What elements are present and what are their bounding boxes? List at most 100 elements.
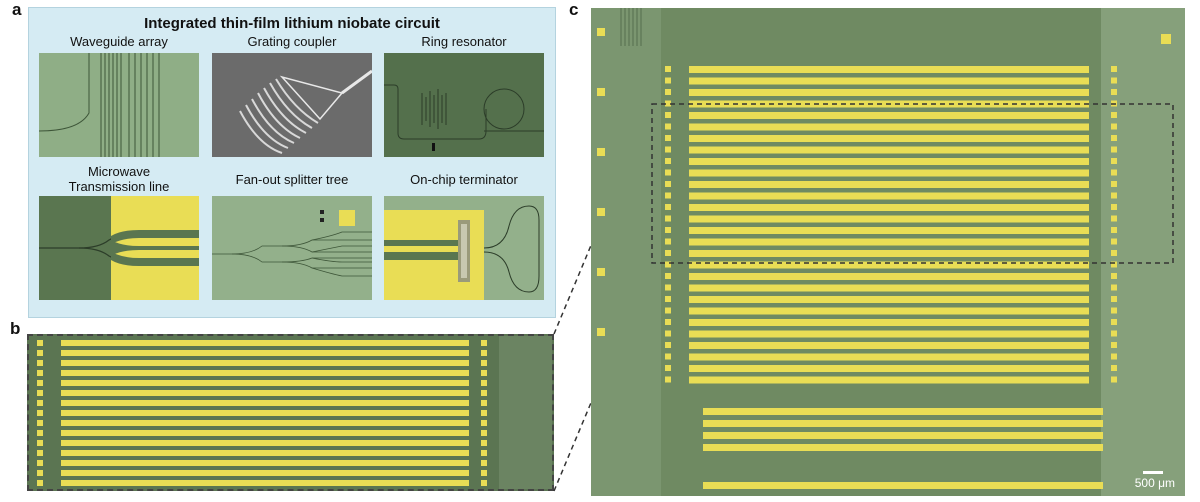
panel-c-chip-overview: 500 μm — [591, 8, 1185, 496]
electrode-strip — [61, 380, 469, 386]
bond-pad — [1111, 342, 1117, 348]
bond-pad — [665, 261, 671, 268]
bond-pad — [665, 66, 671, 72]
electrode-strip — [689, 342, 1089, 349]
bond-pad — [665, 89, 671, 95]
bond-pad — [481, 390, 487, 396]
electrode-strip — [689, 77, 1089, 85]
thumb-microwave-transmission-line — [39, 196, 199, 300]
bond-pad — [481, 360, 487, 366]
electrode-strip — [61, 390, 469, 396]
bond-pad — [1111, 123, 1117, 130]
bond-pad — [665, 353, 671, 360]
electrode-strip — [689, 158, 1089, 165]
bond-pad — [481, 450, 487, 456]
scale-bar — [1143, 471, 1163, 474]
bond-pad — [665, 146, 671, 153]
electrode-strip — [689, 192, 1089, 200]
bond-pad — [597, 268, 605, 276]
bond-pad — [37, 380, 43, 386]
thumb-label-ring-resonator: Ring resonator — [421, 34, 507, 49]
bond-pad — [1111, 169, 1117, 176]
thumb-label-grating-coupler: Grating coupler — [247, 34, 337, 49]
electrode-strip — [703, 444, 1103, 451]
bond-pad — [481, 380, 487, 386]
electrode-strip — [703, 482, 1103, 489]
bond-pad — [665, 158, 671, 164]
thumb-label-microwave-line: Microwave Transmission line — [68, 164, 170, 194]
panel-a-title: Integrated thin-film lithium niobate cir… — [144, 15, 440, 32]
electrode-strip — [689, 204, 1089, 211]
bond-pad — [37, 450, 43, 456]
electrode-strip — [703, 420, 1103, 427]
electrode-strip — [689, 273, 1089, 280]
electrode-strip — [61, 410, 469, 416]
bond-pad — [481, 350, 487, 356]
electrode-strip — [61, 400, 469, 406]
panel-label-b: b — [10, 319, 21, 338]
electrode-strip — [689, 296, 1089, 303]
bond-pad — [37, 480, 43, 486]
bond-pad — [665, 273, 671, 279]
bond-pad — [665, 250, 671, 256]
bond-pad — [1111, 227, 1117, 233]
bond-pad — [1111, 215, 1117, 222]
bond-pad — [1111, 77, 1117, 84]
electrode-strip — [61, 340, 469, 346]
electrode-strip — [689, 261, 1089, 269]
bond-pad — [665, 307, 671, 314]
bond-pad — [597, 328, 605, 336]
electrode-strip — [61, 420, 469, 426]
bond-pad — [481, 480, 487, 486]
bond-pad — [597, 148, 605, 156]
electrode-strip — [61, 350, 469, 356]
bond-pad — [1111, 296, 1117, 302]
bond-pad — [1111, 158, 1117, 164]
bond-pad — [37, 470, 43, 476]
bond-pad — [665, 100, 671, 107]
thumb-waveguide-array — [39, 53, 199, 157]
bond-pad — [1111, 330, 1117, 337]
electrode-strip — [689, 365, 1089, 372]
electrode-strip — [689, 215, 1089, 223]
bond-pad — [481, 370, 487, 376]
bond-pad — [665, 204, 671, 210]
electrode-strip — [689, 353, 1089, 361]
thumb-label-waveguide-array: Waveguide array — [70, 34, 168, 49]
bond-pad — [1111, 238, 1117, 245]
thumb-label-on-chip-terminator: On-chip terminator — [410, 172, 518, 187]
bond-pad — [1111, 353, 1117, 360]
bond-pad — [1111, 307, 1117, 314]
bond-pad — [481, 440, 487, 446]
bond-pad — [665, 238, 671, 245]
bond-pad — [665, 365, 671, 371]
bond-pad — [1111, 273, 1117, 279]
bond-pad — [1111, 319, 1117, 325]
electrode-strip — [689, 169, 1089, 177]
electrode-strip — [689, 66, 1089, 73]
bond-pad — [37, 370, 43, 376]
bond-pad — [665, 296, 671, 302]
electrode-strip — [689, 123, 1089, 131]
bond-pad — [481, 460, 487, 466]
panel-label-a: a — [12, 0, 22, 19]
electrode-strip — [689, 376, 1089, 384]
thumb-fanout-splitter-tree — [212, 196, 372, 300]
bond-pad — [1111, 89, 1117, 95]
bond-pad — [37, 420, 43, 426]
electrode-strip — [689, 284, 1089, 292]
bond-pad — [37, 410, 43, 416]
electrode-strip — [689, 146, 1089, 154]
bond-pad — [665, 330, 671, 337]
panel-c-image — [591, 8, 1185, 496]
bond-pad — [1111, 146, 1117, 153]
bond-pad — [1111, 365, 1117, 371]
bond-pad — [665, 169, 671, 176]
bond-pad — [1111, 261, 1117, 268]
bond-pad — [665, 342, 671, 348]
bond-pad — [37, 390, 43, 396]
bond-pad — [37, 340, 43, 346]
panel-a-box: Integrated thin-film lithium niobate cir… — [28, 7, 556, 318]
bond-pad — [37, 460, 43, 466]
electrode-strip — [689, 250, 1089, 257]
